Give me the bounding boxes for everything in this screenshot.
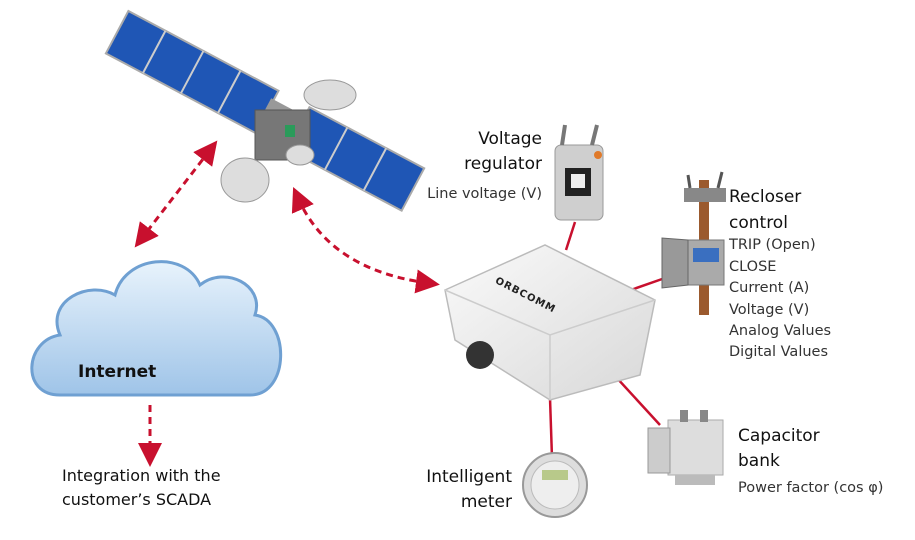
capacitor-detail: Power factor (cos φ): [738, 480, 884, 496]
meter-title2: meter: [460, 492, 512, 512]
recloser-title2: control: [729, 213, 788, 233]
voltage-regulator-title1: Voltage: [478, 129, 542, 149]
capacitor-title1: Capacitor: [738, 426, 820, 446]
satellite-icon: [104, 9, 426, 213]
intelligent-meter-icon: [522, 452, 588, 518]
integration-line2: customer’s SCADA: [62, 490, 212, 509]
voltage-regulator-icon: [554, 124, 604, 221]
recloser-detail: Current (A): [729, 280, 810, 296]
capacitor-title2: bank: [738, 451, 780, 471]
satellite-internet-link: [134, 140, 218, 248]
integration-line1: Integration with the: [62, 466, 221, 485]
recloser-detail: Digital Values: [729, 344, 829, 360]
capacitor-bank-icon: [647, 410, 724, 485]
internet-label: Internet: [78, 362, 157, 382]
recloser-detail: TRIP (Open): [729, 237, 816, 253]
cloud-icon: [30, 260, 283, 397]
voltage-regulator-title2: regulator: [464, 154, 542, 174]
recloser-detail: Analog Values: [729, 323, 832, 339]
voltage-regulator-detail: Line voltage (V): [427, 186, 542, 202]
recloser-detail: Voltage (V): [729, 302, 810, 318]
recloser-control-icon: [661, 171, 726, 315]
recloser-detail: CLOSE: [729, 259, 777, 275]
orbcomm-device: [444, 244, 656, 401]
meter-title1: Intelligent: [426, 467, 512, 487]
recloser-title1: Recloser: [729, 187, 802, 207]
satellite-device-link: [291, 187, 440, 294]
